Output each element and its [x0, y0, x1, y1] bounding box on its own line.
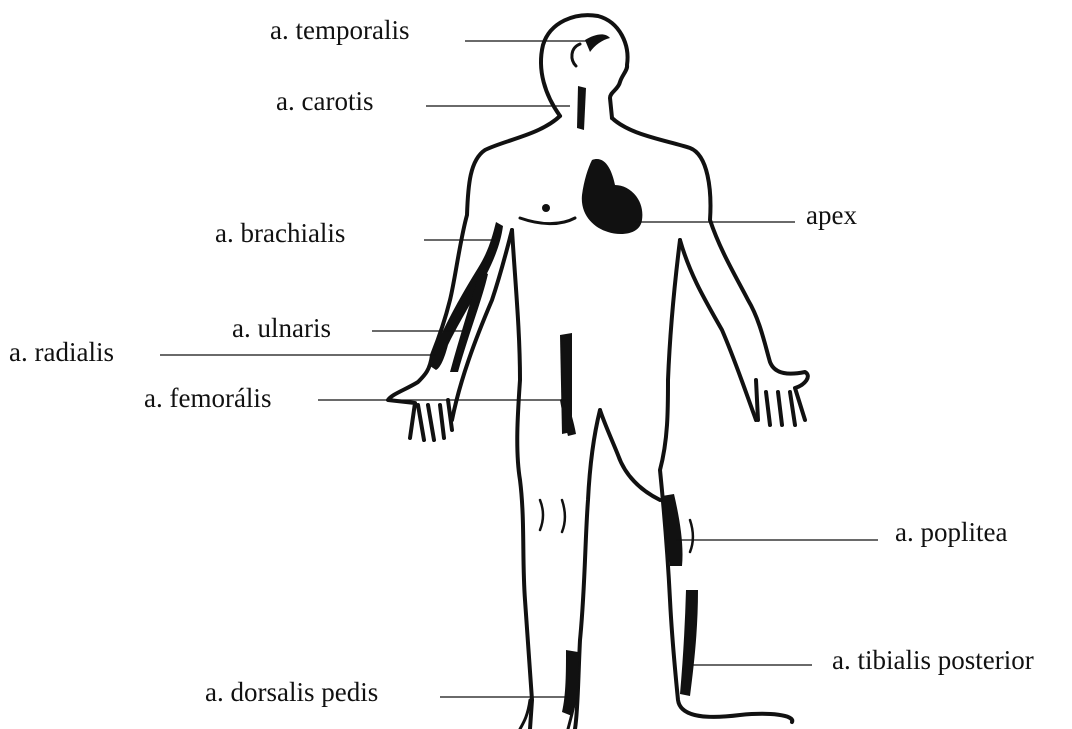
ear-outline: [572, 44, 580, 66]
label-brachialis: a. brachialis: [215, 218, 345, 248]
left-inner-arm-outline: [452, 230, 512, 420]
label-femoralis: a. femorális: [144, 383, 271, 413]
label-temporalis: a. temporalis: [270, 15, 409, 45]
posterior-tibial-artery: [680, 590, 698, 696]
navel: [542, 204, 550, 212]
chest-line: [520, 218, 575, 224]
right-inner-arm-outline: [680, 240, 756, 420]
label-poplitea: a. poplitea: [895, 517, 1007, 547]
torso-left-outline: [512, 230, 532, 729]
label-tibialis-posterior: a. tibialis posterior: [832, 645, 1034, 675]
heart-shape: [582, 159, 643, 234]
right-arm-outline: [612, 118, 808, 425]
carotid-artery: [577, 86, 586, 130]
label-dorsalis-pedis: a. dorsalis pedis: [205, 677, 378, 707]
label-apex: apex: [806, 200, 857, 230]
torso-right-outline: [660, 240, 792, 722]
inner-legs-outline: [575, 410, 660, 729]
label-carotis: a. carotis: [276, 86, 373, 116]
label-radialis: a. radialis: [9, 337, 114, 367]
label-ulnaris: a. ulnaris: [232, 313, 331, 343]
temporal-artery: [585, 34, 610, 52]
